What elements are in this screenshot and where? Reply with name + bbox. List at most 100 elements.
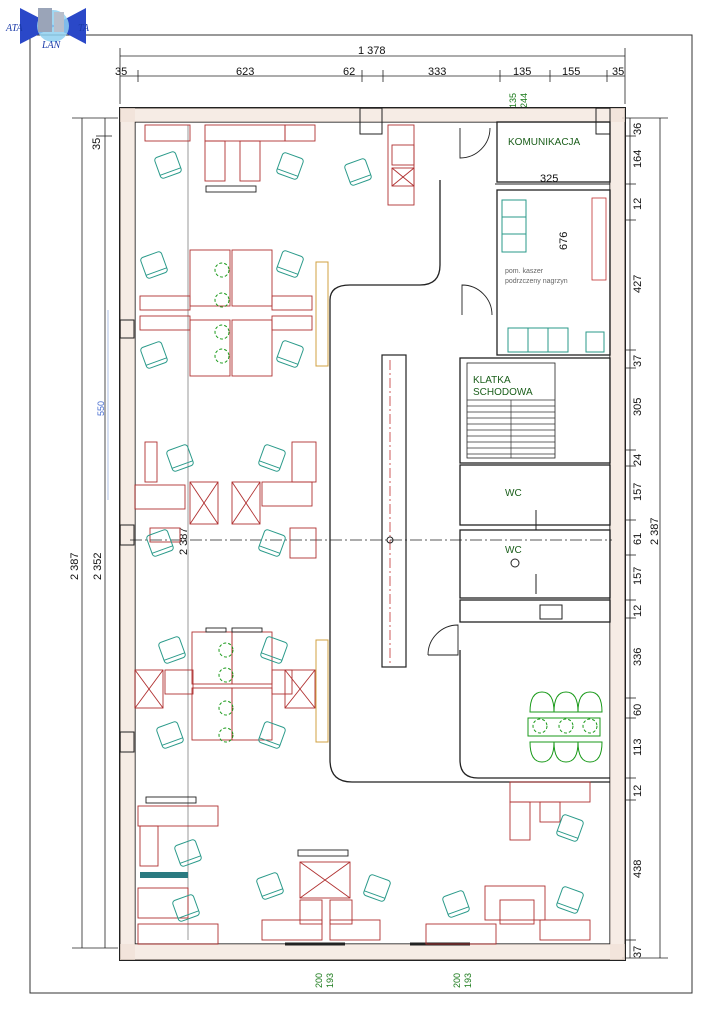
dim-top-5: 135: [513, 66, 531, 78]
desk: [329, 899, 353, 925]
plant-icon: [214, 348, 230, 364]
desk: [144, 441, 158, 483]
plant-icon: [214, 262, 230, 278]
toilet-icon: [510, 558, 520, 568]
meeting-chairs: [529, 691, 603, 763]
desk: [137, 805, 219, 827]
plant-icon: [582, 718, 598, 734]
chair-icon: [276, 250, 304, 278]
dim-bottom-2a: 200: [452, 973, 462, 988]
dim-right-2: 12: [632, 198, 644, 210]
dim-676: 676: [558, 232, 570, 250]
dim-right-overall: 2 387: [649, 517, 661, 545]
desk: [284, 669, 316, 709]
desk: [189, 249, 231, 307]
dim-right-10: 12: [632, 605, 644, 617]
room-label-wc-1: WC: [505, 488, 522, 499]
desk: [239, 140, 261, 182]
chair-icon: [172, 894, 200, 922]
dim-right-13: 113: [632, 738, 644, 756]
desk: [204, 124, 286, 142]
chair-icon: [258, 721, 286, 749]
desk: [164, 669, 194, 695]
chair-icon: [556, 814, 584, 842]
storage-cross: [391, 167, 415, 187]
dim-top-1: 35: [115, 66, 127, 78]
desk: [284, 124, 316, 142]
storage-cross: [189, 481, 219, 525]
dim-bottom-2b: 193: [463, 973, 473, 988]
core-rooms: [329, 121, 611, 783]
dim-top-4: 333: [428, 66, 446, 78]
desk: [144, 124, 191, 142]
room-label-klatka: KLATKA: [473, 375, 511, 386]
desk: [139, 295, 191, 311]
chair-icon: [140, 341, 168, 369]
chair-icon: [174, 839, 202, 867]
logo-text-right: TA: [78, 23, 90, 34]
dim-top-7: 35: [612, 66, 624, 78]
desk: [271, 669, 293, 695]
chair-icon: [276, 340, 304, 368]
dim-right-3: 427: [632, 275, 644, 293]
dim-right-14: 12: [632, 785, 644, 797]
logo-text-left: ATA: [5, 23, 24, 34]
dim-left-top: 35: [91, 138, 103, 150]
lounge-furniture: [501, 199, 605, 353]
plant-icon: [218, 642, 234, 658]
sink-icon: [539, 604, 563, 620]
dim-right-15: 438: [632, 860, 644, 878]
note-kitchen-2: podrzczeny nagrzyn: [505, 278, 568, 285]
dimension-top: [119, 48, 626, 104]
desk: [499, 899, 535, 925]
dim-right-11: 336: [632, 648, 644, 666]
desk: [539, 801, 561, 823]
desk: [509, 801, 531, 841]
desk-layout: [134, 124, 591, 945]
note-kitchen-1: pom. kaszer: [505, 268, 544, 275]
storage-cross: [231, 481, 261, 525]
dim-left-inner: 2 352: [92, 552, 104, 580]
storage-cross: [299, 861, 351, 899]
desk: [484, 885, 546, 921]
desk: [137, 887, 189, 919]
shelves: [315, 261, 329, 743]
desk: [261, 919, 323, 941]
dim-bottom-1b: 193: [325, 973, 335, 988]
doors: [427, 127, 493, 656]
chair-icon: [344, 158, 372, 186]
chair-icon: [154, 151, 182, 179]
dim-top-2: 623: [236, 66, 254, 78]
chair-icon: [260, 636, 288, 664]
chair-icon: [158, 636, 186, 664]
dim-right-4: 37: [632, 355, 644, 367]
desk: [134, 484, 186, 510]
stair-treads: [467, 399, 555, 458]
desk: [139, 825, 159, 867]
plant-icon: [532, 718, 548, 734]
chair-icon: [442, 890, 470, 918]
desk: [134, 669, 164, 709]
plant-icon: [558, 718, 574, 734]
dim-left-mid: 2 387: [178, 527, 190, 555]
central-counter: [381, 354, 407, 668]
desk: [139, 315, 191, 331]
company-logo: ATA TA LAN: [5, 8, 90, 51]
dim-right-7: 157: [632, 483, 644, 501]
desk: [291, 441, 317, 483]
desk: [191, 631, 233, 685]
storage-cross: [284, 669, 316, 709]
office-chairs: [140, 151, 584, 922]
dim-325: 325: [540, 173, 558, 185]
building-walls: [119, 107, 626, 961]
monitor-bar: [231, 627, 263, 633]
desk: [391, 144, 415, 166]
desk: [189, 319, 231, 377]
dim-door-b: 244: [519, 93, 529, 108]
plant-icon: [218, 700, 234, 716]
desk: [425, 923, 497, 945]
chair-icon: [146, 529, 174, 557]
chair-icon: [140, 251, 168, 279]
dim-left-outer: 2 387: [69, 552, 81, 580]
